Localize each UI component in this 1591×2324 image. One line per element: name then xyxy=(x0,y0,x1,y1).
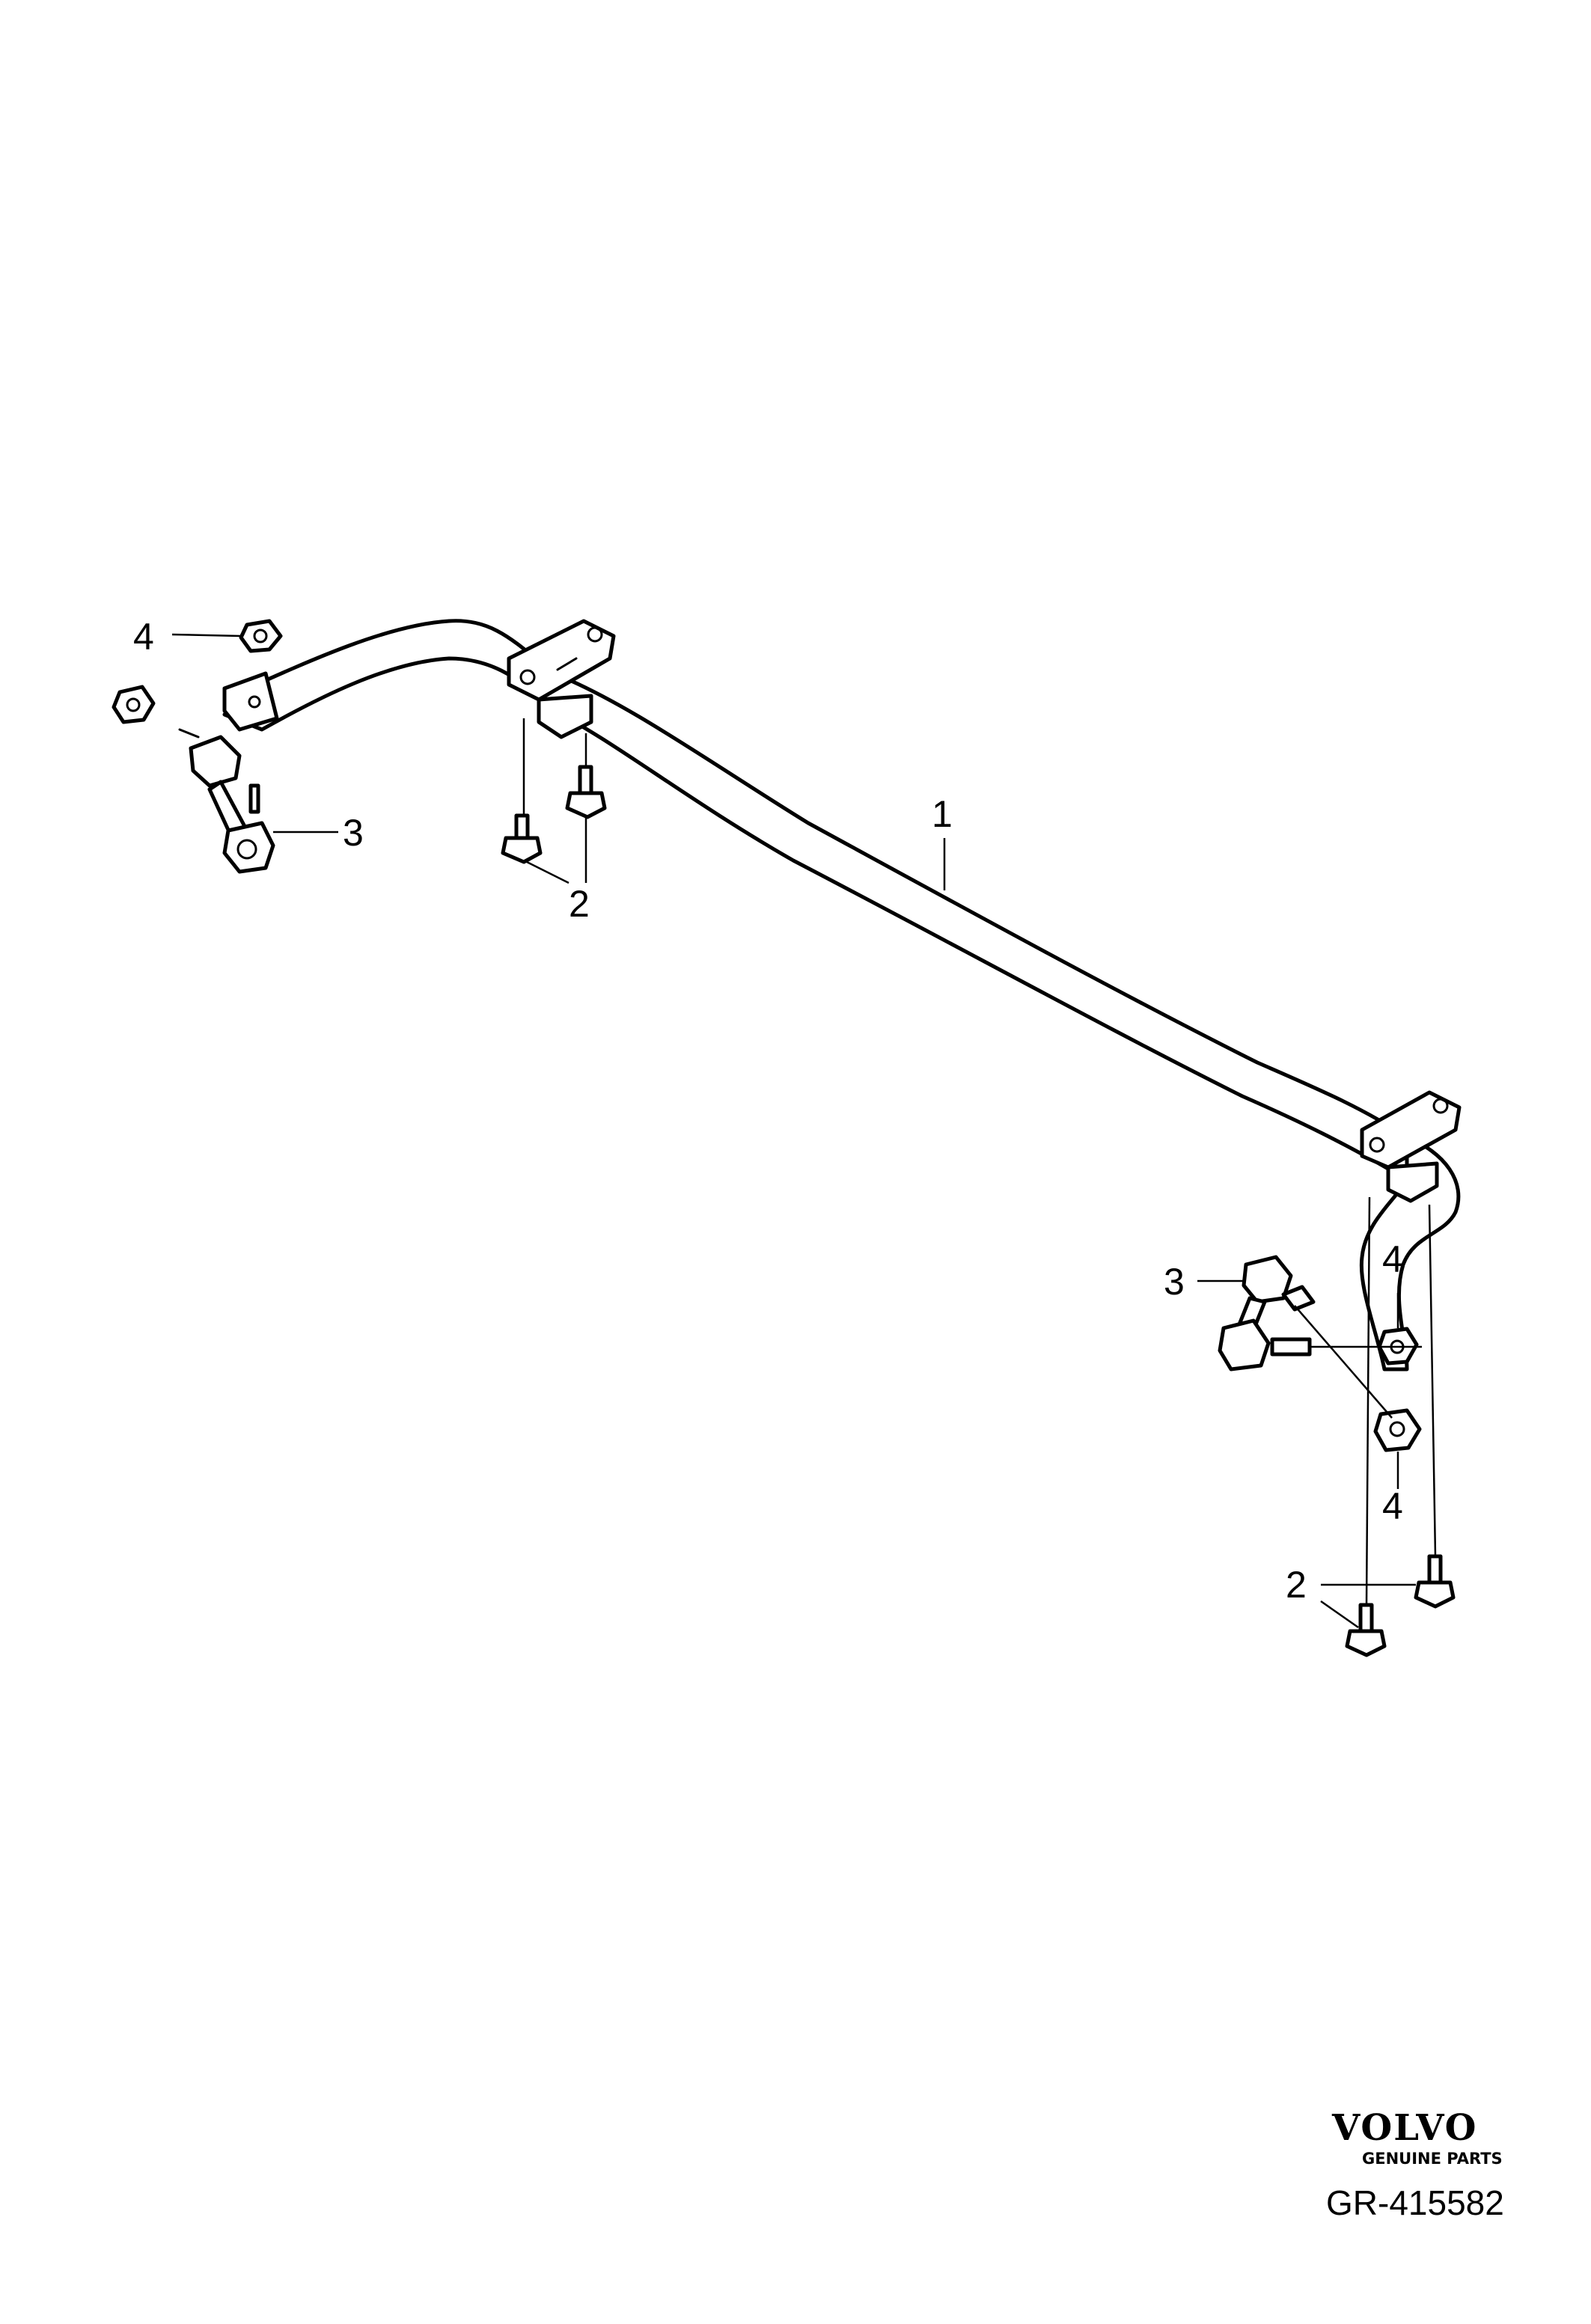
stabilizer-link-left xyxy=(178,728,275,874)
callout-bolt-right: 2 xyxy=(1286,1564,1307,1606)
nut-right-lower xyxy=(1373,1408,1422,1452)
assembly-lines xyxy=(522,718,1437,1606)
bushing-bracket-right xyxy=(1360,1090,1462,1203)
callout-nut-top-left: 4 xyxy=(133,616,154,658)
nut-top-left xyxy=(239,619,283,653)
brand-logo: VOLVO xyxy=(1331,2107,1477,2149)
brand-tagline: GENUINE PARTS xyxy=(1362,2150,1503,2168)
callout-leaders xyxy=(171,633,1416,1629)
stabilizer-link-right xyxy=(1218,1255,1316,1372)
nut-left-link xyxy=(112,685,156,724)
bolt-left-a xyxy=(501,813,543,864)
diagram-reference: GR-415582 xyxy=(1326,2183,1504,2222)
bushing-bracket-left xyxy=(507,619,616,739)
callout-bar: 1 xyxy=(932,793,953,835)
bolt-right-b xyxy=(1345,1603,1387,1657)
callout-nut-right-upper: 4 xyxy=(1382,1238,1403,1280)
bolt-right-a xyxy=(1414,1554,1456,1609)
callout-link-left: 3 xyxy=(343,812,364,854)
callout-nut-right-lower: 4 xyxy=(1382,1485,1403,1527)
bolt-left-b xyxy=(565,765,607,819)
callout-bolt-left: 2 xyxy=(569,883,590,925)
callout-link-right: 3 xyxy=(1164,1261,1185,1303)
